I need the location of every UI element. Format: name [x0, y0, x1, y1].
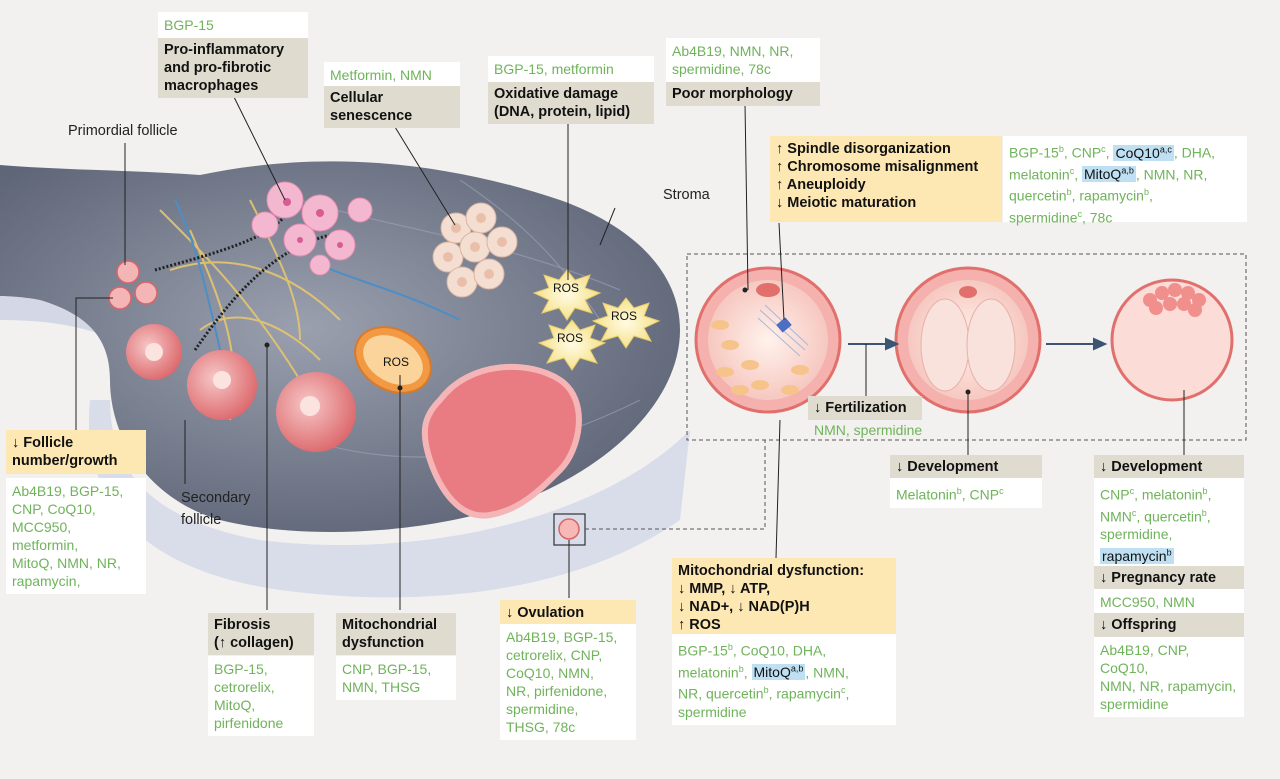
mito-ovary-title: Mitochondrial dysfunction	[336, 613, 456, 655]
fertilization-drugs: NMN, spermidine	[814, 422, 923, 438]
ros-label-3: ROS	[611, 309, 638, 323]
senescence-title: Cellular senescence	[324, 86, 460, 128]
ros-label-1: ROS	[553, 281, 580, 295]
spindle-drugs: BGP-15b, CNPc, CoQ10a,c, DHA, melatoninc…	[1003, 136, 1247, 226]
fibrosis-title: Fibrosis (↑ collagen)	[208, 613, 314, 655]
macrophages-drugs: BGP-15	[158, 12, 308, 38]
follicle-drugs: Ab4B19, BGP-15, CNP, CoQ10, MCC950, metf…	[6, 478, 146, 594]
morphology-title: Poor morphology	[666, 82, 820, 106]
fibrosis-drugs: BGP-15, cetrorelix, MitoQ, pirfenidone	[208, 656, 314, 736]
secondary-follicle-label-1: Secondary	[181, 490, 251, 506]
mito-oocyte-effects: Mitochondrial dysfunction: ↓ MMP, ↓ ATP,…	[672, 558, 896, 638]
mitochondrion-icon	[354, 326, 432, 394]
dev-two-cell-title: ↓ Development	[890, 455, 1042, 479]
arrows	[848, 337, 1108, 351]
senescence-drugs: Metformin, NMN	[324, 62, 460, 88]
mito-ovary-drugs: CNP, BGP-15, NMN, THSG	[336, 656, 456, 700]
dev-blast-title: ↓ Development	[1094, 455, 1244, 479]
secondary-follicle-label-2: follicle	[181, 512, 222, 528]
offspring-drugs: Ab4B19, CNP, CoQ10, NMN, NR, rapamycin, …	[1094, 637, 1244, 717]
oocyte-panel	[686, 253, 1247, 441]
dev-blast-drugs: CNPc, melatoninb, NMNc, quercetinb, sper…	[1094, 478, 1244, 569]
mito-oocyte-drugs: BGP-15b, CoQ10, DHA, melatoninb, MitoQa,…	[672, 634, 896, 725]
ros-label-2: ROS	[557, 331, 584, 345]
blastocyst	[1110, 278, 1234, 402]
pregnancy-drugs: MCC950, NMN	[1094, 589, 1244, 615]
oxidative-title: Oxidative damage (DNA, protein, lipid)	[488, 82, 654, 124]
two-cell-embryo	[894, 266, 1042, 414]
stroma-label: Stroma	[663, 187, 710, 203]
corpus-luteum	[421, 363, 582, 519]
macrophages-title: Pro-inflammatory and pro-fibrotic macrop…	[158, 38, 308, 98]
leader-lines	[75, 96, 1185, 610]
ovulation-drugs: Ab4B19, BGP-15, cetrorelix, CNP, CoQ10, …	[500, 624, 636, 740]
follicle-title: ↓ Follicle number/growth	[6, 430, 146, 474]
ros-label-mito: ROS	[383, 355, 410, 369]
offspring-title: ↓ Offspring	[1094, 613, 1244, 637]
primordial-follicle-label: Primordial follicle	[68, 123, 178, 139]
growing-follicles	[126, 324, 356, 452]
fertilization-title: ↓ Fertilization	[808, 396, 922, 420]
spindle-effects: ↑ Spindle disorganization ↑ Chromosome m…	[770, 136, 1002, 222]
morphology-drugs: Ab4B19, NMN, NR, spermidine, 78c	[666, 38, 820, 82]
ovulation-title: ↓ Ovulation	[500, 600, 636, 626]
ros-stars	[532, 269, 661, 371]
pregnancy-title: ↓ Pregnancy rate	[1094, 566, 1244, 590]
dev-two-cell-drugs: Melatoninb, CNPc	[890, 478, 1042, 508]
oocyte	[694, 266, 842, 414]
oxidative-drugs: BGP-15, metformin	[488, 56, 654, 82]
bead-chains	[154, 198, 331, 351]
